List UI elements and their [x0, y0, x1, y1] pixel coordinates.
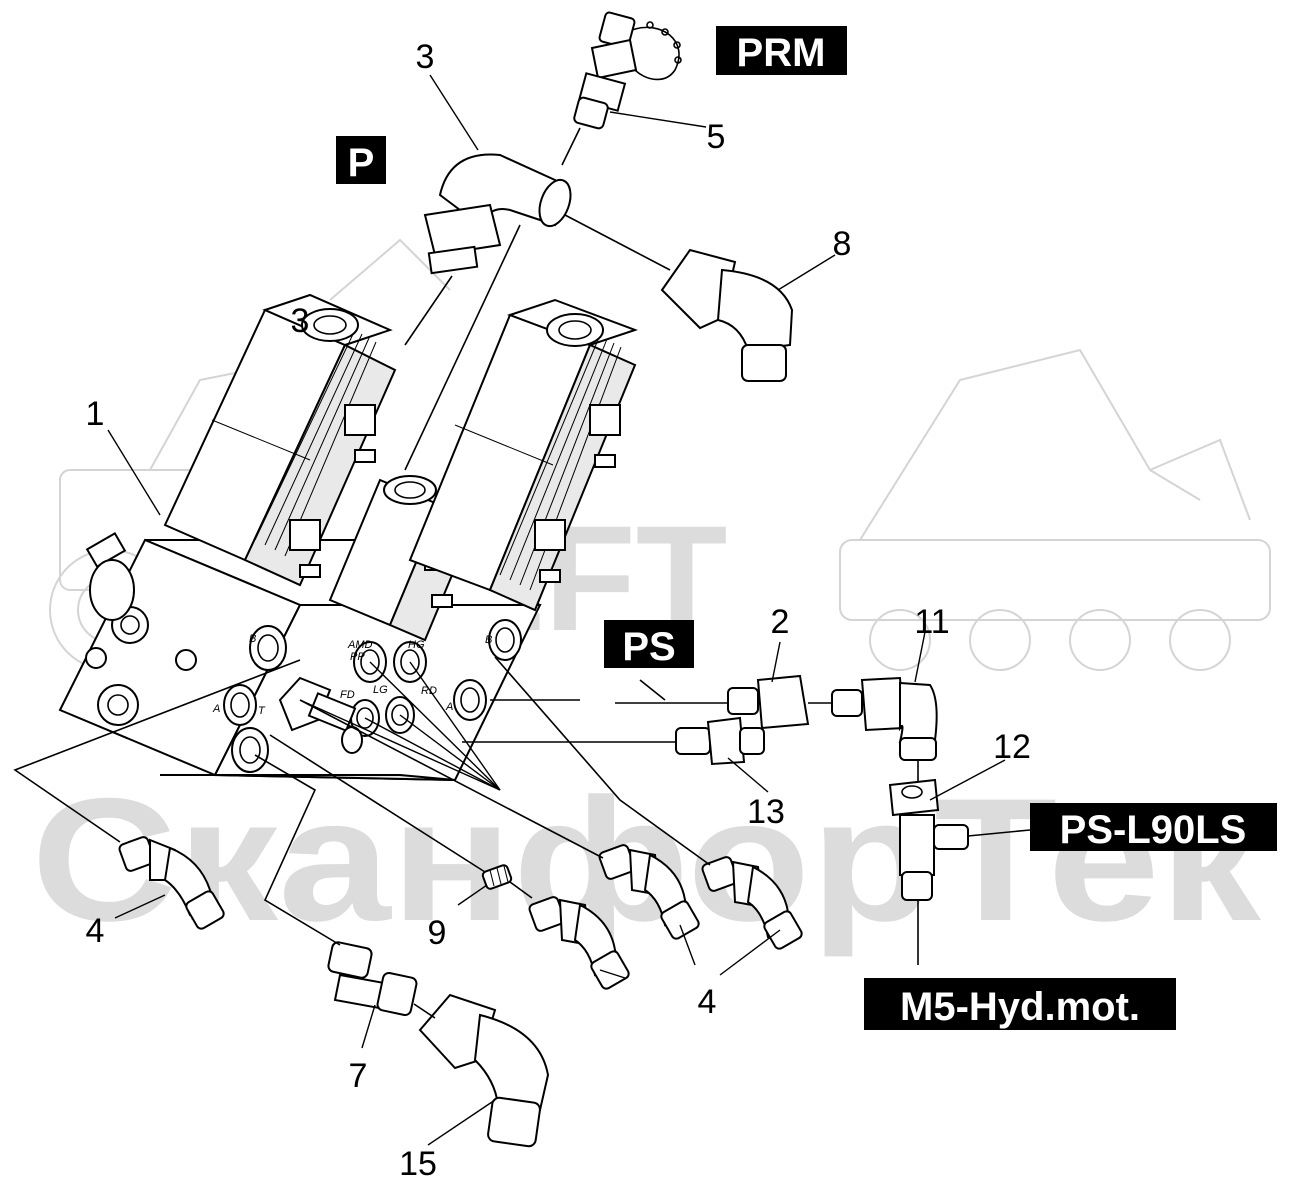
block-fitting [278, 676, 363, 754]
svg-text:PRM: PRM [737, 31, 826, 75]
callout-7: 7 [349, 1057, 368, 1095]
port-label-b-right: B [485, 634, 492, 646]
callout-numbers: 3 3 5 8 1 2 11 12 13 9 4 4 7 15 [86, 38, 1031, 1183]
port-label-b-left: B [249, 633, 256, 645]
part-12-tee [888, 778, 969, 901]
part-4-elbow-middle [528, 896, 630, 990]
port-a-right [453, 679, 487, 721]
part-11-elbow [831, 676, 938, 761]
callout-11: 11 [914, 603, 949, 641]
part-3-elbow [423, 153, 572, 275]
callout-3-body: 3 [291, 302, 310, 340]
callout-15: 15 [399, 1145, 437, 1183]
leader-lines [107, 74, 1006, 1146]
part-4-elbow-right-a [598, 844, 700, 940]
solenoid-left [163, 293, 397, 587]
callout-13: 13 [747, 793, 785, 831]
port-label-pp: PP [350, 651, 365, 663]
port-label-a-left: A [212, 703, 220, 715]
port-label-hg: HG [408, 639, 425, 651]
port-label-a-right: A [445, 701, 453, 713]
svg-text:PS: PS [622, 625, 675, 669]
solenoid-left-plug-top [344, 404, 376, 436]
solenoid-right [408, 298, 638, 612]
callout-8: 8 [833, 225, 852, 263]
part-4-elbow-left [118, 836, 225, 930]
tag-p: P [336, 136, 386, 185]
solenoid-left-plug-bottom [289, 519, 321, 551]
tag-m5-hyd-mot: M5-Hyd.mot. [864, 978, 1176, 1030]
port-label-rd: RD [421, 685, 437, 697]
callout-9: 9 [428, 914, 447, 952]
callout-1: 1 [86, 395, 105, 433]
tag-prm: PRM [716, 26, 847, 75]
part-13-nipple [675, 716, 765, 766]
part-15-elbow-45 [418, 993, 550, 1148]
svg-text:PS-L90LS: PS-L90LS [1060, 808, 1247, 852]
port-b-right [488, 619, 522, 661]
tag-ps: PS [604, 620, 694, 669]
connection-lines [13, 127, 1031, 1019]
callout-5: 5 [707, 118, 726, 156]
part-4-elbow-right-b [701, 856, 803, 950]
watermark-excavator-icon [839, 348, 1271, 671]
port-t [231, 727, 269, 773]
callout-12: 12 [993, 728, 1031, 766]
port-label-amd: AMD [347, 639, 373, 651]
solenoid-right-plug-top [589, 404, 621, 436]
callout-4-left: 4 [86, 912, 105, 950]
part-2-adapter [727, 674, 810, 730]
callout-2: 2 [771, 603, 790, 641]
port-label-lg: LG [373, 684, 388, 696]
part-9-plug-screw [481, 864, 513, 890]
svg-text:P: P [348, 141, 375, 185]
tag-ps-l90ls: PS-L90LS [1030, 803, 1277, 852]
callout-3-top: 3 [416, 38, 435, 76]
port-label-fd: FD [340, 689, 355, 701]
solenoid-right-plug-bottom [534, 519, 566, 551]
port-a-left [223, 684, 257, 726]
port-label-t: T [258, 705, 266, 717]
part-8-elbow-45 [660, 248, 794, 382]
port-b-left [249, 625, 287, 671]
svg-text:M5-Hyd.mot.: M5-Hyd.mot. [900, 985, 1140, 1029]
callout-4-bottom: 4 [698, 983, 717, 1021]
part-5-test-coupling [573, 11, 682, 130]
part-7-adapter [327, 941, 418, 1017]
